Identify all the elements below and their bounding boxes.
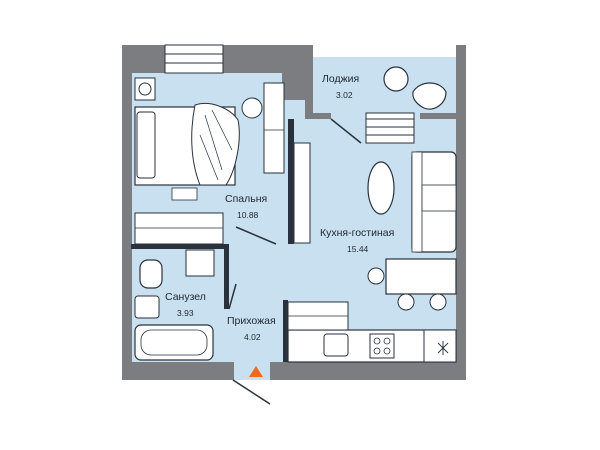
bedroom-furniture (134, 77, 285, 245)
chair (429, 293, 447, 311)
wall-right (456, 45, 466, 380)
kitchen-furniture (287, 142, 457, 363)
window-loggia-kitchen (365, 112, 415, 120)
washing-machine (185, 249, 215, 277)
wall-bedroom-right (288, 119, 294, 244)
wall-bathroom-top (131, 244, 226, 249)
wardrobe-bedroom (134, 212, 224, 245)
door-bedroom (235, 226, 277, 245)
walls (122, 45, 466, 380)
chair (367, 267, 385, 285)
loggia-area: 3.02 (336, 90, 353, 100)
hallway-name: Прихожая (227, 315, 276, 327)
kitchen-area: 15.44 (347, 244, 369, 254)
desk (263, 82, 285, 174)
door-loggia (330, 118, 362, 144)
bed-blanket (191, 103, 240, 186)
bathroom-fixtures (134, 249, 215, 361)
chair (397, 293, 415, 311)
window-kitchen-frame (365, 118, 415, 144)
fridge (423, 329, 457, 363)
toilet (139, 259, 163, 289)
coffee-table (367, 161, 395, 215)
wall-bedroom-top-right (282, 45, 308, 100)
room-labels: Лоджия 3.02 Спальня 10.88 Кухня-гостиная… (165, 73, 394, 342)
windows (164, 44, 415, 144)
wall-loggia-left (305, 45, 313, 117)
wall-bathroom-right (224, 244, 229, 309)
loggia-table (383, 66, 409, 92)
lamp (138, 82, 152, 96)
dining-table (385, 258, 457, 295)
loggia-name: Лоджия (322, 73, 359, 85)
sink (323, 333, 349, 357)
desk-chair (241, 97, 263, 119)
hallway-area: 4.02 (244, 332, 261, 342)
slippers (171, 187, 198, 201)
hob (369, 333, 395, 359)
wall-left (122, 45, 132, 380)
bedroom-area: 10.88 (237, 210, 259, 220)
washbasin (134, 295, 160, 319)
door-entrance (232, 379, 271, 405)
wall-bottom-left (122, 362, 234, 380)
hallway-furniture (287, 301, 349, 331)
nightstand (134, 77, 156, 101)
air-conditioner-icon (437, 341, 449, 355)
entrance-arrow-icon (249, 366, 263, 377)
bedroom-name: Спальня (225, 193, 267, 205)
wall-loggia-bottom-right (420, 113, 458, 119)
wall-bottom-right (270, 362, 466, 380)
tv-unit (293, 142, 311, 244)
bathroom-area: 3.93 (177, 308, 194, 318)
doors (228, 118, 362, 405)
wall-loggia-bottom (305, 113, 331, 119)
window-bedroom (164, 44, 224, 74)
bathroom-name: Санузел (165, 291, 206, 303)
bed-pillow (136, 111, 156, 179)
kitchen-name: Кухня-гостиная (320, 227, 394, 239)
loggia-furniture (383, 66, 447, 110)
door-bathroom (228, 283, 237, 310)
loggia-armchair (412, 82, 447, 110)
wall-hallway-right (283, 300, 288, 362)
